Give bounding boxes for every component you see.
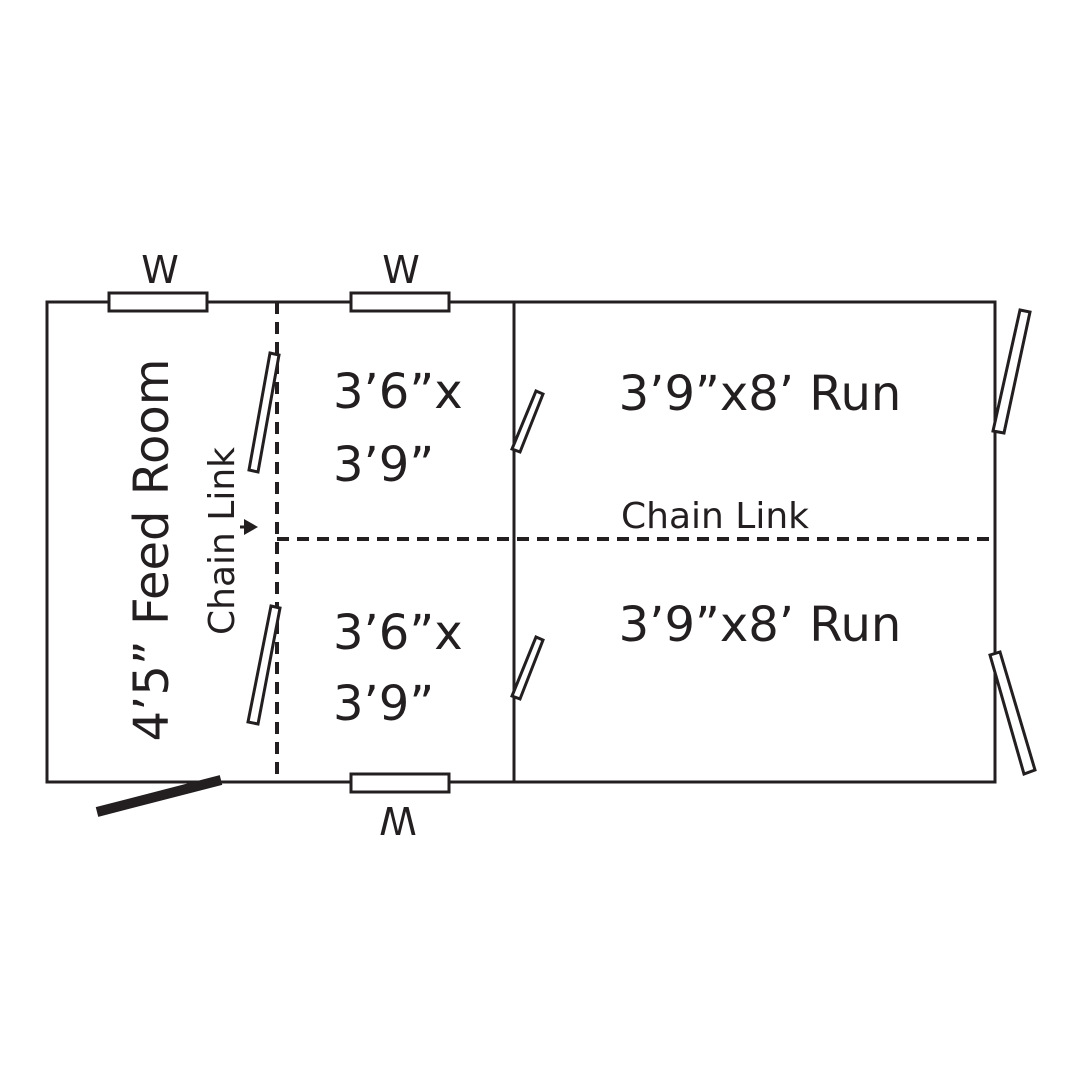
stall-bottom-size-line1: 3’6”x xyxy=(333,605,463,661)
outer-wall xyxy=(45,300,997,784)
entry-door xyxy=(95,775,223,817)
window-top-mid-label: W xyxy=(382,248,420,292)
chain-link-horizontal-label: Chain Link xyxy=(621,496,809,537)
gate-run-bottom xyxy=(988,650,1037,776)
run-bottom-label: 3’9”x8’ Run xyxy=(619,597,902,653)
feed-room-label: 4’5” Feed Room xyxy=(124,359,180,742)
window-top-mid xyxy=(349,291,451,313)
stall-bottom-size-line2: 3’9” xyxy=(333,676,434,732)
window-bottom xyxy=(349,772,451,794)
chain-link-vertical-label: Chain Link xyxy=(202,447,243,635)
gate-run-top xyxy=(991,308,1032,435)
gate-stall-top xyxy=(510,389,545,454)
gate-feed-room-bottom xyxy=(246,604,282,726)
gate-feed-room-top xyxy=(247,351,281,474)
window-bottom-label: W xyxy=(379,798,417,842)
gate-stall-bottom xyxy=(510,635,545,701)
chain-link-arrow-head xyxy=(244,519,258,535)
window-top-left xyxy=(107,291,209,313)
stall-top-size-line2: 3’9” xyxy=(333,437,434,493)
window-top-left-label: W xyxy=(141,248,179,292)
run-top-label: 3’9”x8’ Run xyxy=(619,366,902,422)
stall-top-size-line1: 3’6”x xyxy=(333,364,463,420)
